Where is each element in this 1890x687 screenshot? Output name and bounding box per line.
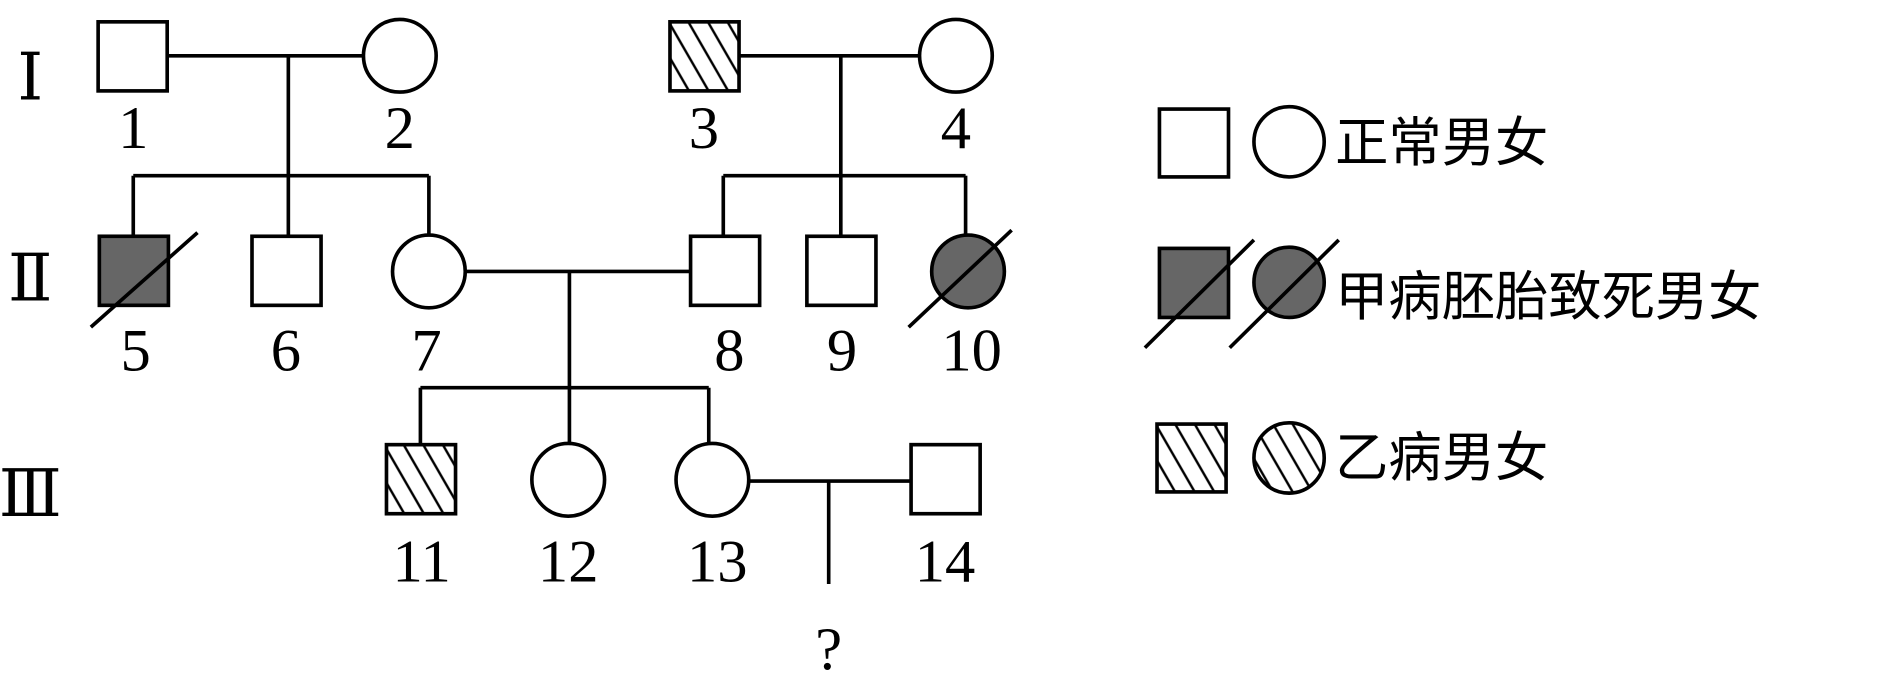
label-8: 8	[714, 318, 744, 385]
legend: 正常男女 甲病胚胎致死男女 乙病男女	[1143, 104, 1761, 495]
individual-6-normal-male	[250, 234, 323, 308]
individual-3-disease-b-male	[668, 20, 741, 93]
individual-14-normal-male	[909, 442, 982, 516]
legend-disease-b-label: 乙病男女	[1335, 427, 1548, 489]
generation-label-3: Ⅲ	[0, 459, 62, 531]
individual-5-lethal-male	[97, 234, 171, 308]
individual-4-normal-female	[917, 17, 995, 94]
individual-11-disease-b-male	[384, 442, 458, 516]
individual-12-normal-female	[530, 441, 607, 518]
label-7: 7	[411, 318, 441, 385]
label-3: 3	[689, 95, 719, 162]
individual-8-normal-male	[688, 234, 762, 308]
legend-normal-label: 正常男女	[1335, 112, 1548, 174]
label-12: 12	[538, 529, 599, 596]
label-10: 10	[941, 318, 1002, 385]
pedigree-lines	[131, 53, 968, 584]
individual-13-normal-female	[674, 441, 751, 518]
unknown-offspring-label: ?	[815, 616, 842, 683]
label-11: 11	[392, 529, 450, 596]
legend-normal-female-symbol	[1252, 104, 1327, 179]
generation-label-1: Ⅰ	[17, 42, 43, 114]
deceased-slash	[907, 228, 1013, 329]
label-6: 6	[271, 318, 301, 385]
legend-normal-male-symbol	[1157, 107, 1231, 179]
label-5: 5	[121, 318, 151, 385]
label-2: 2	[385, 95, 415, 162]
legend-lethal-label: 甲病胚胎致死男女	[1335, 266, 1761, 328]
legend-disease-b-female-symbol	[1252, 421, 1327, 495]
legend-lethal-male-symbol	[1157, 246, 1231, 320]
individual-2-normal-female	[361, 17, 438, 94]
legend-lethal-female-symbol	[1252, 245, 1327, 320]
individual-7-normal-female	[390, 233, 468, 310]
individual-9-normal-male	[805, 234, 878, 308]
legend-disease-b-male-symbol	[1155, 422, 1228, 494]
individual-1-normal-male	[96, 20, 170, 93]
generation-label-2: Ⅱ	[8, 243, 52, 315]
deceased-slash	[89, 231, 199, 329]
label-4: 4	[941, 95, 971, 162]
label-13: 13	[687, 529, 748, 596]
label-14: 14	[915, 529, 976, 596]
label-9: 9	[827, 318, 857, 385]
label-1: 1	[118, 95, 148, 162]
